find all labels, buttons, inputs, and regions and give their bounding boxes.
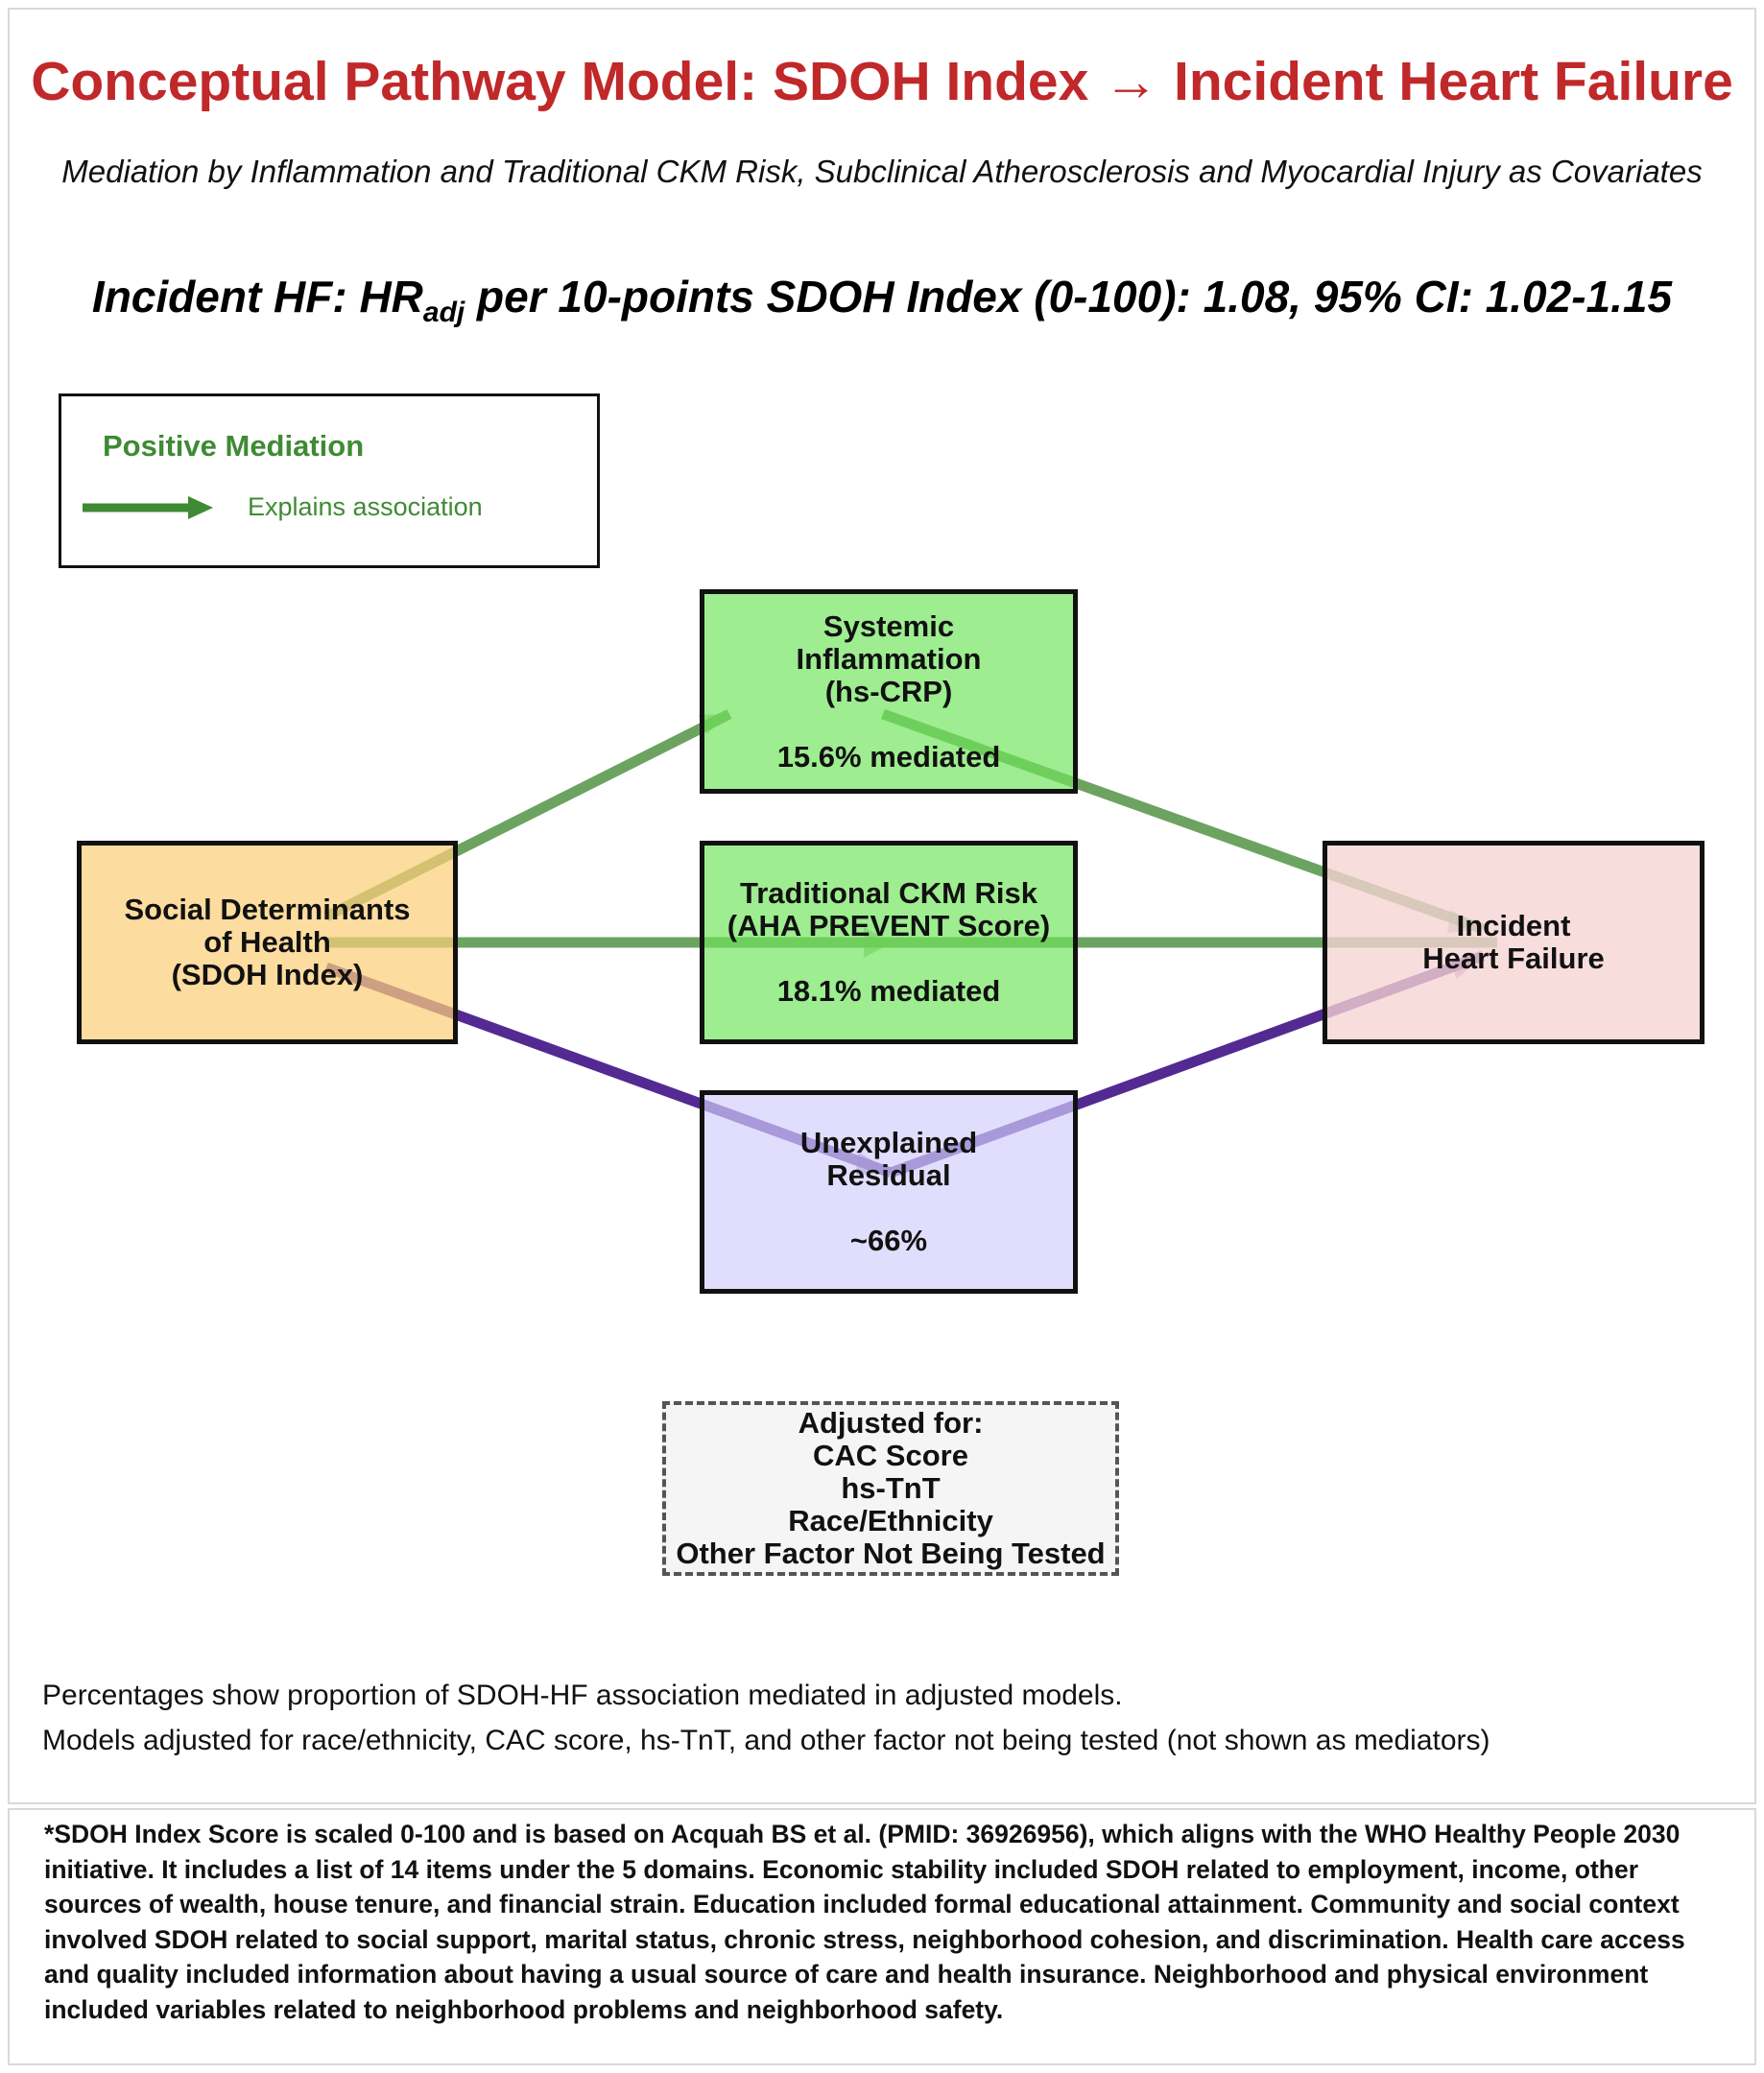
node-residual-line-2: Residual — [826, 1158, 951, 1192]
adjusted-item: hs-TnT — [841, 1471, 941, 1505]
legend-arrow-icon — [83, 496, 213, 519]
note-percentages: Percentages show proportion of SDOH-HF a… — [42, 1680, 1123, 1711]
node-sdoh-line-1: Social Determinants — [124, 893, 411, 926]
figure-frame — [8, 8, 1756, 1804]
node-ckm-value: 18.1% mediated — [776, 974, 1001, 1008]
adjusted-item: CAC Score — [813, 1439, 968, 1472]
legend-box: Positive Mediation Explains association — [59, 393, 600, 568]
figure-subtitle: Mediation by Inflammation and Traditiona… — [61, 154, 1703, 189]
node-sdoh-line-3: (SDOH Index) — [171, 958, 364, 991]
node-unexplained-residual: Unexplained Residual ~66% — [700, 1090, 1078, 1294]
node-hf-line-1: Incident — [1456, 909, 1571, 942]
node-ckm-line-1: Traditional CKM Risk — [739, 876, 1038, 910]
node-residual-line-1: Unexplained — [799, 1126, 978, 1159]
node-inflammation-line-3: (hs-CRP) — [824, 674, 953, 708]
footnote-text: *SDOH Index Score is scaled 0-100 and is… — [44, 1820, 1685, 2024]
adjusted-for-box: Adjusted for: CAC Score hs-TnT Race/Ethn… — [662, 1401, 1119, 1576]
node-incident-heart-failure: Incident Heart Failure — [1323, 841, 1704, 1044]
node-residual-value: ~66% — [849, 1224, 928, 1257]
hr-subscript: adj — [422, 297, 465, 328]
node-inflammation-value: 15.6% mediated — [776, 739, 1001, 774]
adjusted-item: Race/Ethnicity — [788, 1504, 993, 1537]
node-hf-line-2: Heart Failure — [1422, 941, 1605, 975]
note-model-adjustment: Models adjusted for race/ethnicity, CAC … — [42, 1725, 1490, 1756]
node-systemic-inflammation: Systemic Inflammation (hs-CRP) 15.6% med… — [700, 589, 1078, 794]
adjusted-heading: Adjusted for: — [798, 1406, 984, 1440]
node-traditional-ckm-risk: Traditional CKM Risk (AHA PREVENT Score)… — [700, 841, 1078, 1044]
node-sdoh-index: Social Determinants of Health (SDOH Inde… — [77, 841, 458, 1044]
figure-title: Conceptual Pathway Model: SDOH Index → I… — [31, 51, 1733, 112]
hr-suffix: per 10-points SDOH Index (0-100): 1.08, … — [465, 272, 1673, 322]
footnote-box — [8, 1808, 1756, 2065]
node-inflammation-line-1: Systemic — [822, 608, 955, 643]
hr-prefix: Incident HF: HR — [91, 272, 423, 322]
node-inflammation-line-2: Inflammation — [796, 641, 982, 676]
adjusted-item: Other Factor Not Being Tested — [676, 1537, 1106, 1570]
legend-item-label: Explains association — [248, 492, 483, 521]
node-ckm-line-2: (AHA PREVENT Score) — [727, 909, 1051, 942]
hazard-ratio-statement: Incident HF: HRadj per 10-points SDOH In… — [0, 271, 1764, 329]
legend-title: Positive Mediation — [103, 429, 365, 463]
node-sdoh-line-2: of Health — [203, 925, 331, 959]
